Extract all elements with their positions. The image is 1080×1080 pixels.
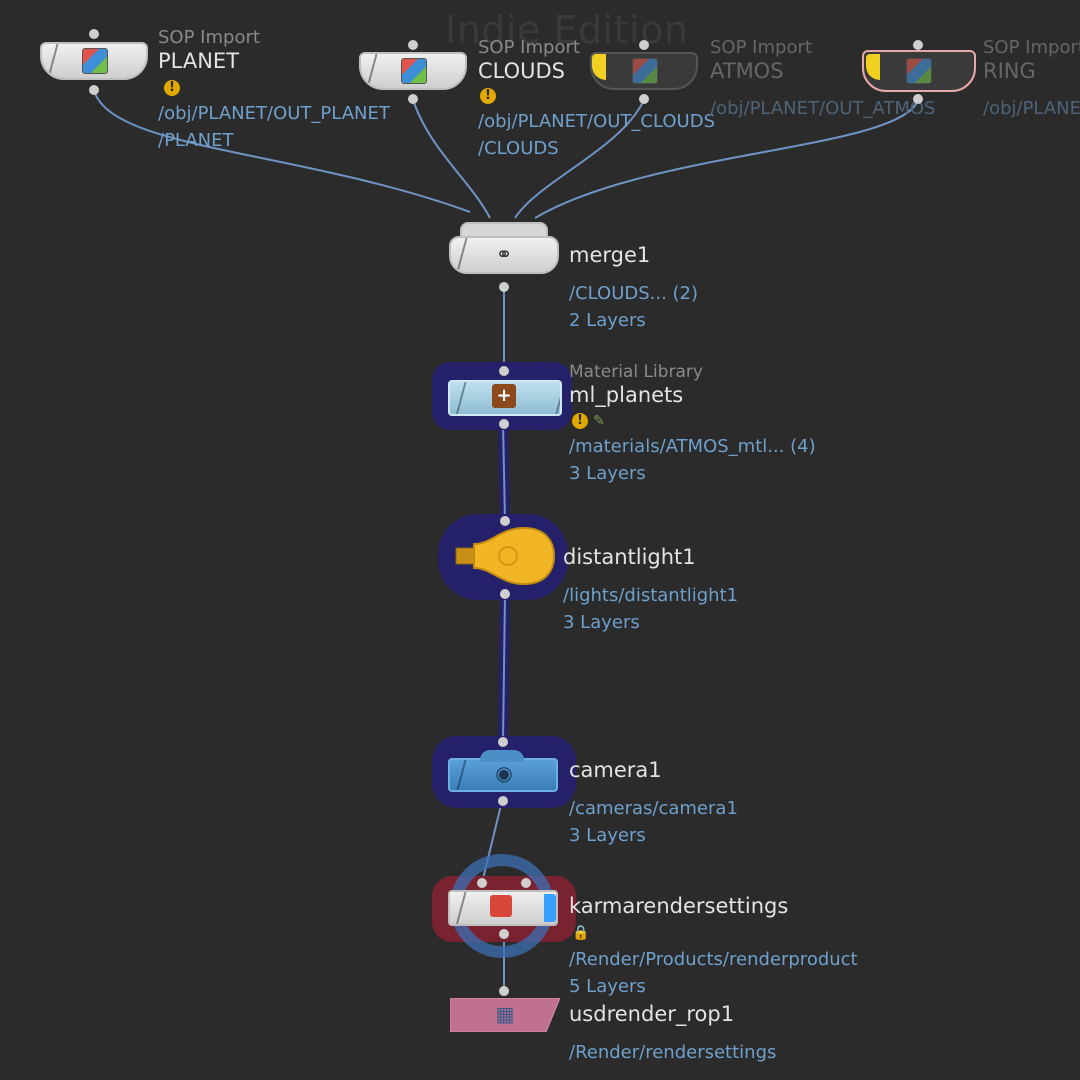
- node-body[interactable]: [449, 236, 559, 274]
- display-flag[interactable]: [544, 894, 556, 922]
- node-name[interactable]: ml_planets: [569, 383, 684, 407]
- node-layer-count: 2 Layers: [569, 310, 646, 331]
- node-path: /materials/ATMOS_mtl... (4): [569, 436, 816, 457]
- node-path: /obj/PLANET/OUT_ATMOS: [710, 98, 936, 119]
- output-connector[interactable]: [499, 282, 509, 292]
- node-name[interactable]: usdrender_rop1: [569, 1002, 735, 1026]
- node-type-label: SOP Import: [478, 37, 580, 58]
- node-path: /obj/PLANET/OUT_CLOUDS: [478, 111, 715, 132]
- input-connector[interactable]: [639, 40, 649, 50]
- node-path: /lights/distantlight1: [563, 585, 739, 606]
- input-connector[interactable]: [500, 516, 510, 526]
- bypass-flag[interactable]: [592, 54, 606, 80]
- node-type-label: SOP Import: [983, 37, 1080, 58]
- node-body[interactable]: [448, 758, 558, 792]
- input-connector[interactable]: [499, 366, 509, 376]
- input-connector[interactable]: [408, 40, 418, 50]
- cube-icon: [632, 58, 658, 84]
- edit-icon[interactable]: ✎: [593, 413, 605, 429]
- input-connector[interactable]: [477, 878, 487, 888]
- lightbulb-icon[interactable]: [452, 526, 556, 586]
- wire-matlib-light: [502, 422, 506, 522]
- node-prim-path: /PLANET: [158, 130, 234, 151]
- node-path: /obj/PLANET/OUT_PLANET: [158, 103, 390, 124]
- wire-planet-merge: [93, 89, 471, 213]
- bypass-flag[interactable]: [866, 54, 880, 80]
- output-connector[interactable]: [499, 929, 509, 939]
- render-icon: ▦: [495, 1002, 515, 1026]
- node-name[interactable]: CLOUDS: [478, 59, 566, 83]
- node-prim-path: /CLOUDS: [478, 138, 559, 159]
- wire-ring-merge: [534, 99, 919, 219]
- material-icon: +: [492, 384, 516, 408]
- input-connector[interactable]: [498, 737, 508, 747]
- camera-icon: ◉: [495, 761, 513, 785]
- output-connector[interactable]: [498, 796, 508, 806]
- node-path: /obj/PLANE: [983, 98, 1080, 119]
- karma-icon: [490, 895, 512, 917]
- node-name[interactable]: PLANET: [158, 49, 240, 73]
- node-type-label: SOP Import: [158, 27, 260, 48]
- node-name[interactable]: RING: [983, 59, 1036, 83]
- warning-icon[interactable]: !: [572, 413, 588, 429]
- input-connector[interactable]: [913, 40, 923, 50]
- node-layer-count: 3 Layers: [569, 825, 646, 846]
- output-connector[interactable]: [500, 589, 510, 599]
- node-type-label: Material Library: [569, 362, 703, 382]
- node-name[interactable]: camera1: [569, 758, 662, 782]
- output-connector[interactable]: [639, 94, 649, 104]
- input-connector[interactable]: [499, 986, 509, 996]
- merge-icon: ⚭: [495, 242, 513, 266]
- wire-light-camera: [502, 593, 506, 743]
- output-connector[interactable]: [913, 94, 923, 104]
- output-connector[interactable]: [408, 94, 418, 104]
- node-name[interactable]: ATMOS: [710, 59, 784, 83]
- wire-clouds-merge: [412, 99, 491, 219]
- lock-icon[interactable]: 🔒: [572, 925, 590, 941]
- output-connector[interactable]: [499, 419, 509, 429]
- node-name[interactable]: karmarendersettings: [569, 894, 789, 918]
- node-layer-count: 3 Layers: [569, 463, 646, 484]
- node-path: /Render/rendersettings: [569, 1042, 777, 1063]
- cube-icon: [906, 58, 932, 84]
- node-name[interactable]: merge1: [569, 243, 651, 267]
- node-path: /Render/Products/renderproduct: [569, 949, 858, 970]
- node-path: /CLOUDS... (2): [569, 283, 699, 304]
- output-connector[interactable]: [89, 85, 99, 95]
- cube-icon: [401, 58, 427, 84]
- warning-icon[interactable]: !: [480, 88, 496, 104]
- input-connector[interactable]: [521, 878, 531, 888]
- cube-icon: [82, 48, 108, 74]
- warning-icon[interactable]: !: [164, 80, 180, 96]
- node-name[interactable]: distantlight1: [563, 545, 696, 569]
- node-path: /cameras/camera1: [569, 798, 738, 819]
- node-type-label: SOP Import: [710, 37, 812, 58]
- input-connector[interactable]: [89, 29, 99, 39]
- node-layer-count: 5 Layers: [569, 976, 646, 997]
- node-layer-count: 3 Layers: [563, 612, 640, 633]
- wire-atmos-merge: [514, 99, 645, 219]
- rop-node-body[interactable]: [450, 998, 560, 1032]
